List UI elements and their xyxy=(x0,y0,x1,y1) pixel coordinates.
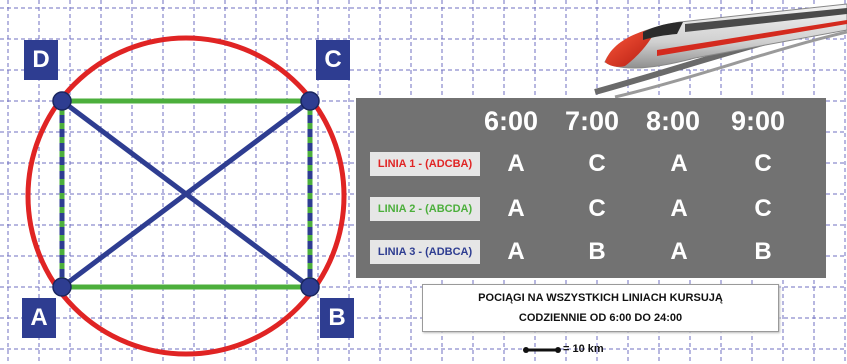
train-red-stripe xyxy=(657,20,847,56)
time-header: 9:00 xyxy=(730,106,786,136)
schedule-cell: A xyxy=(507,150,525,177)
train-windshield xyxy=(643,22,683,40)
route-diagonal-ac xyxy=(60,99,312,289)
schedule-cell: A xyxy=(670,238,688,265)
scale-bar-end-left xyxy=(523,347,529,353)
schedule-cell: A xyxy=(507,195,525,222)
schedule-cell: C xyxy=(754,150,772,177)
train-window-strip xyxy=(685,8,847,32)
time-header: 8:00 xyxy=(645,106,701,136)
scale-bar xyxy=(523,347,561,353)
vertex-c xyxy=(300,91,320,111)
train-rail-inner xyxy=(614,30,847,99)
vertex-label-b: B xyxy=(320,298,354,338)
line-1-label: LINIA 1 - (ADCBA) xyxy=(370,152,480,176)
time-header: 6:00 xyxy=(483,106,539,136)
schedule-cell: A xyxy=(670,195,688,222)
scale-bar-end-right xyxy=(555,347,561,353)
scale-label: = 10 km xyxy=(563,343,604,355)
vertex-b xyxy=(300,277,320,297)
vertex-label-a: A xyxy=(22,298,56,338)
notice-line-1: POCIĄGI NA WSZYSTKICH LINIACH KURSUJĄ xyxy=(478,292,723,304)
route-circle xyxy=(25,35,347,357)
schedule-cell: A xyxy=(507,238,525,265)
schedule-cell: B xyxy=(754,238,772,265)
schedule-cell: C xyxy=(754,195,772,222)
line-3-label: LINIA 3 - (ADBCA) xyxy=(370,240,480,264)
train-image xyxy=(594,3,847,99)
vertex-label-c: C xyxy=(316,40,350,80)
service-notice: POCIĄGI NA WSZYSTKICH LINIACH KURSUJĄ CO… xyxy=(422,284,779,332)
notice-line-2: CODZIENNIE OD 6:00 DO 24:00 xyxy=(518,312,683,324)
vertex-a xyxy=(52,277,72,297)
schedule-cell: C xyxy=(588,150,606,177)
line-2-label: LINIA 2 - (ABCDA) xyxy=(370,197,480,221)
vertex-d xyxy=(52,91,72,111)
time-header: 7:00 xyxy=(564,106,620,136)
vertex-label-d: D xyxy=(24,40,58,80)
schedule-cell: A xyxy=(670,150,688,177)
schedule-panel: 6:00 7:00 8:00 9:00 LINIA 1 - (ADCBA) A … xyxy=(356,98,826,278)
schedule-cell: C xyxy=(588,195,606,222)
schedule-cell: B xyxy=(588,238,606,265)
